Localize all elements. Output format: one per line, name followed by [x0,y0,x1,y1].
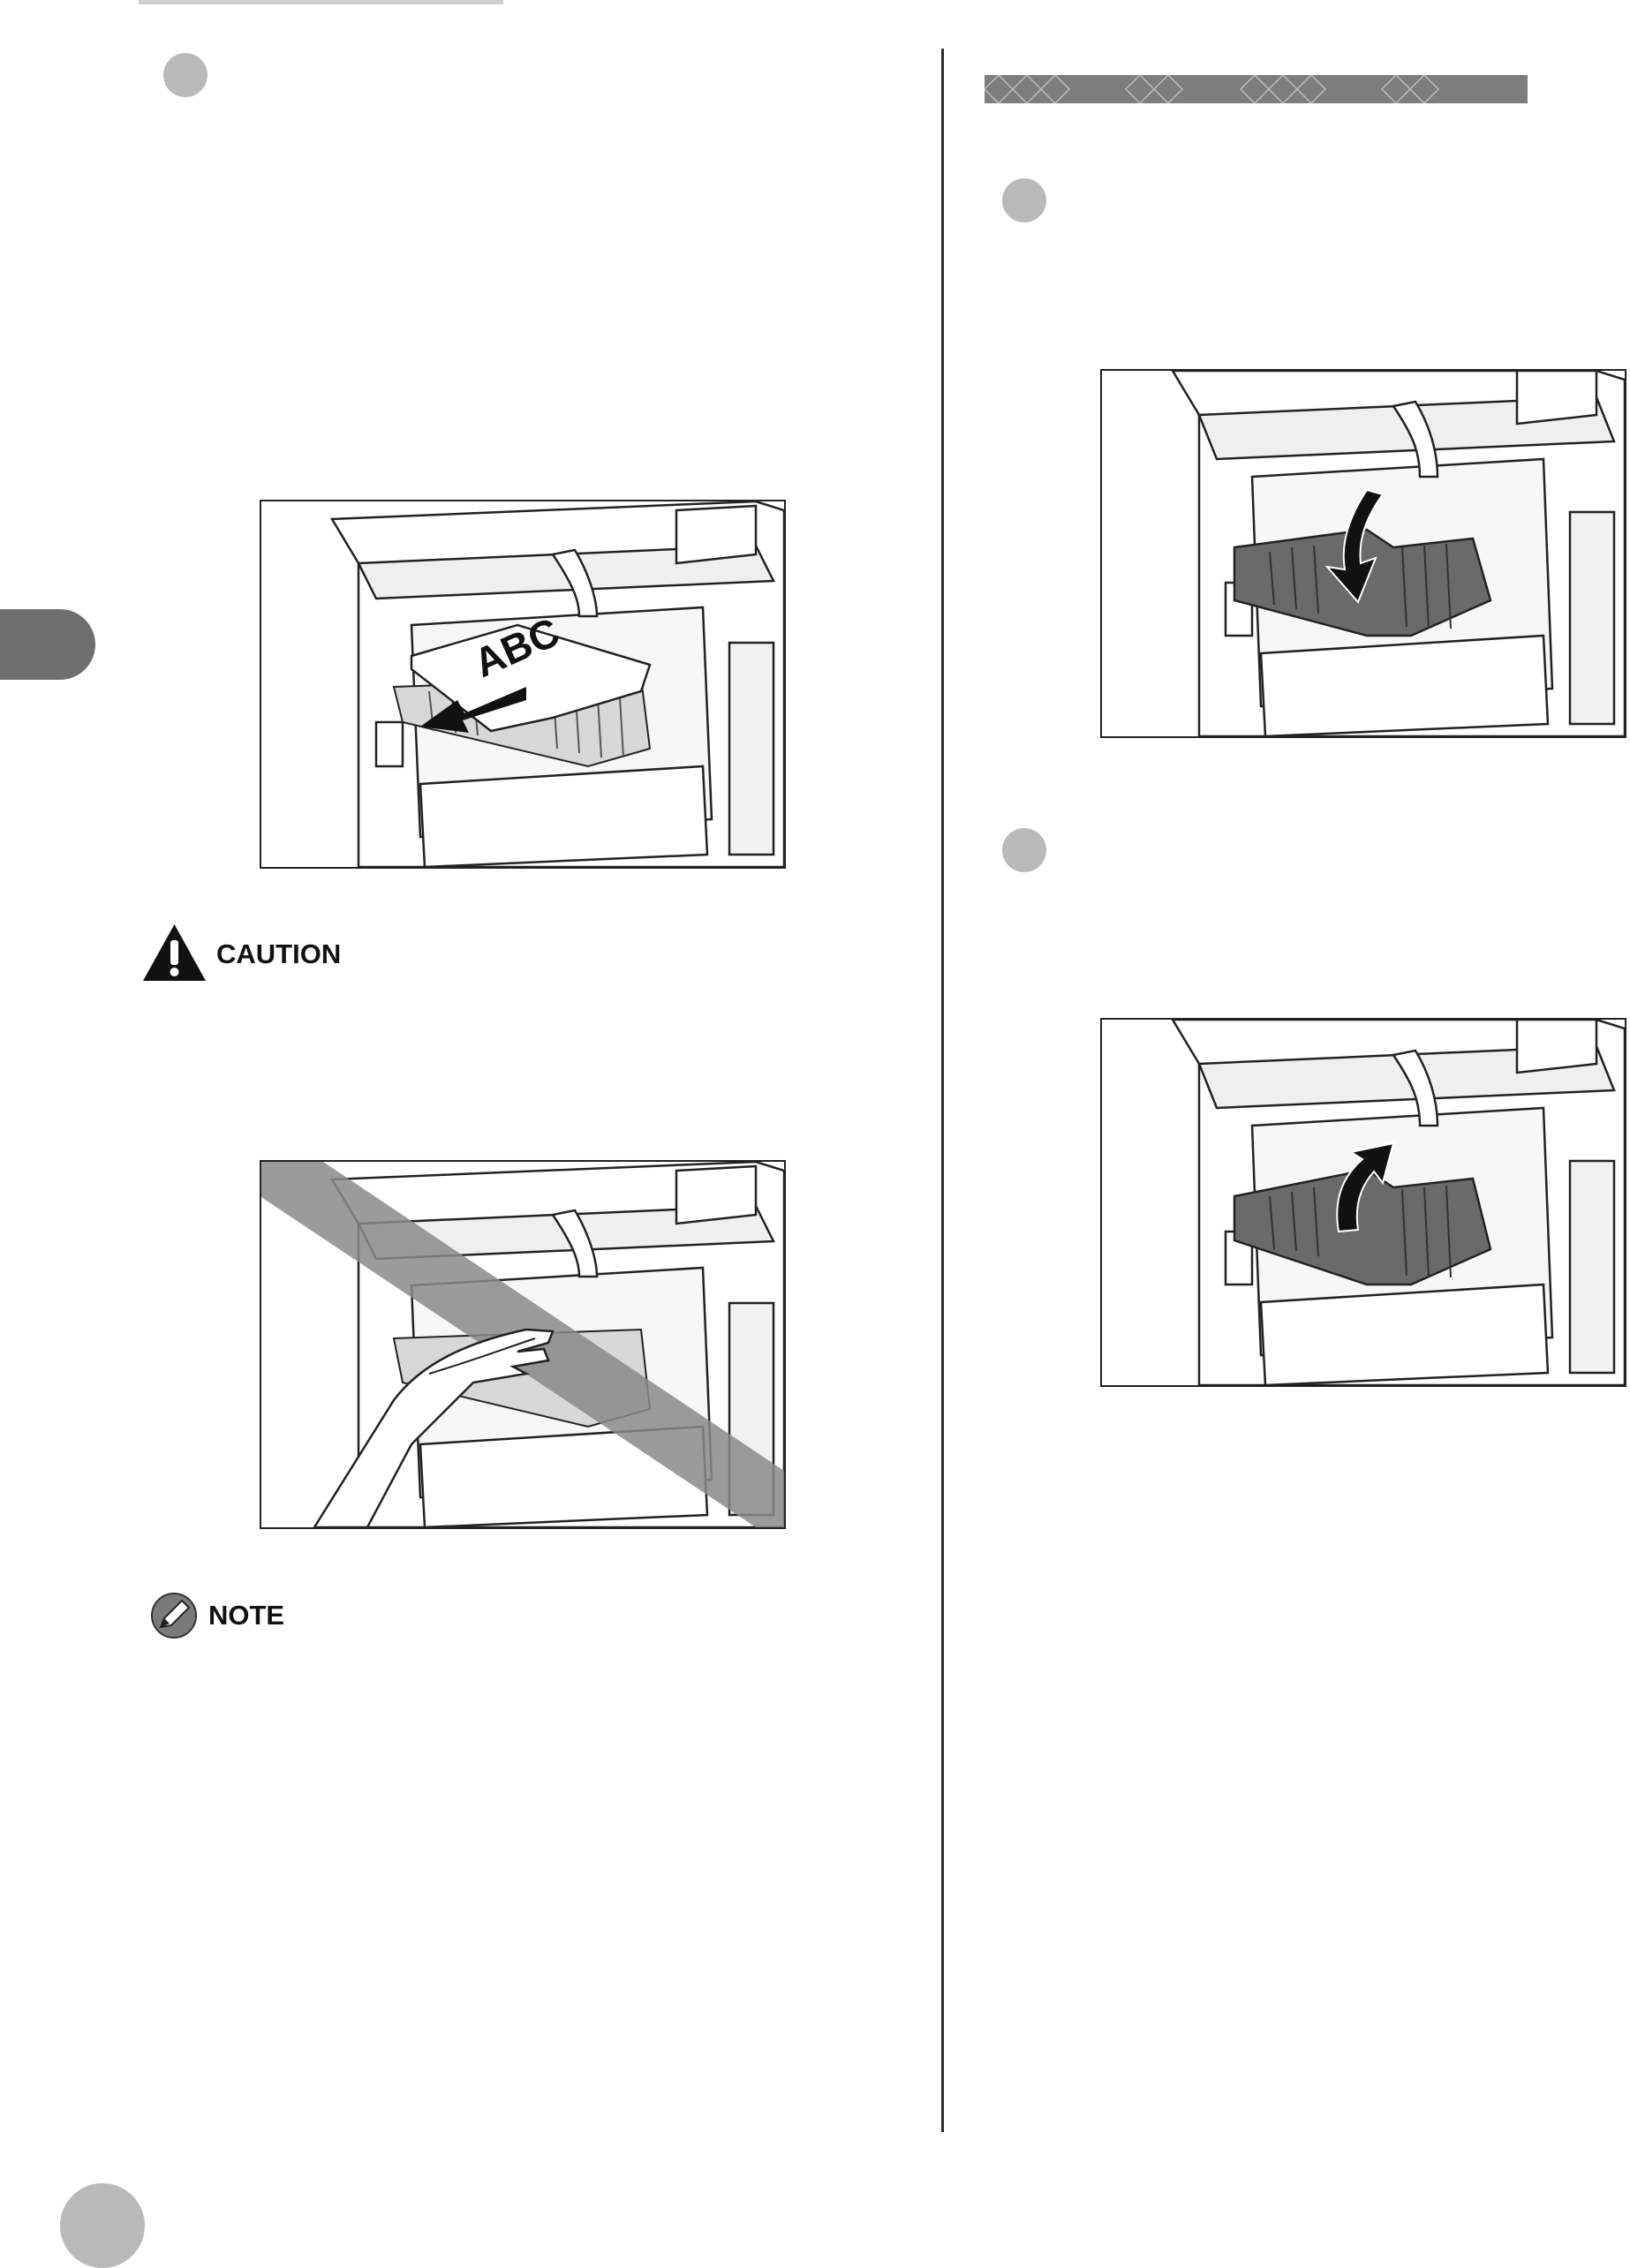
figure-caution-hot-area [260,1160,786,1529]
chapter-tab [0,609,95,680]
section-header-banner [985,75,1528,103]
printer-pull-paper-illustration: ABC [329,501,784,867]
banner-diamond-pattern [985,75,1440,103]
figure-lower-cover [1100,369,1626,738]
page-number-badge [60,2183,145,2268]
printer-caution-illustration [261,1162,784,1527]
step-marker-right-1 [1002,178,1046,222]
printer-lower-cover-illustration [1171,371,1625,736]
printer-raise-cover-illustration [1171,1020,1625,1385]
step-marker-right-2 [1002,828,1046,872]
caution-warning-icon [141,923,208,983]
column-divider [941,49,944,2132]
note-pencil-icon [150,1592,198,1639]
caution-label: CAUTION [216,938,342,969]
note-label: NOTE [208,1600,285,1631]
figure-raise-cover [1100,1018,1626,1387]
figure-pull-paper: ABC [260,500,786,869]
step-marker-left-1 [163,53,208,97]
section-header-title [985,75,1528,103]
top-rule [139,0,503,4]
